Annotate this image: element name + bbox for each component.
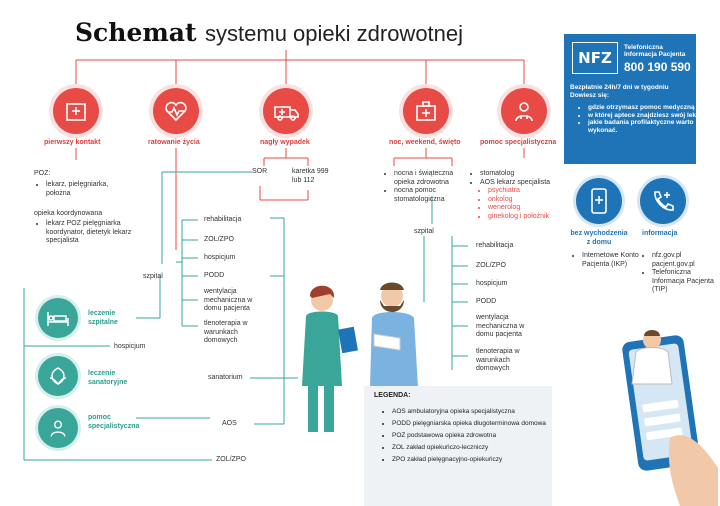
category-label-0: pierwszy kontakt <box>44 139 101 146</box>
left-outcome-zol: ZOL/ZPO <box>204 236 234 243</box>
specjalist-item: AOS lekarz specjalista <box>480 179 570 188</box>
side-label-1: leczenie sanatoryjne <box>88 370 128 386</box>
hospicjum-node: hospicjum <box>114 343 146 350</box>
legend-item: ZPO zakład pielęgnacyjno-opiekuńczy <box>392 454 568 466</box>
noc-item: nocna i świąteczna opieka zdrowotna <box>394 170 464 187</box>
left-outcome-podd: PODD <box>204 272 225 279</box>
category-label-2: nagły wypadek <box>260 139 310 146</box>
ratowanie-circle <box>153 88 199 134</box>
nfz-intro: Bezpłatnie 24h/7 dni w tygodniu Dowiesz … <box>570 84 669 99</box>
sor-node: SOR <box>252 168 268 175</box>
nfz-item: w której aptece znajdziesz swój lek <box>588 112 700 120</box>
left-outcome-hospicjum: hospicjum <box>204 254 236 261</box>
szpital-left-node: szpital <box>143 273 163 280</box>
left-outcome-rehabilitacja: rehabilitacja <box>204 216 242 223</box>
nfz-info-box: NFZ Telefoniczna Informacja Pacjenta 800… <box>564 34 696 164</box>
nfz-item: jakie badania profilaktyczne warto wykon… <box>588 119 700 134</box>
side-label-2: pomoc specjalistyczna <box>88 414 140 430</box>
specjalist-sub-item: psychiatra <box>488 187 570 196</box>
pomoc-specjalistyczna-side-circle <box>38 408 78 448</box>
nfz-phone[interactable]: 800 190 590 <box>624 60 691 74</box>
specjalist-list: stomatolog AOS lekarz specjalista psychi… <box>470 170 570 221</box>
karetka-node: karetka 999 lub 112 <box>292 168 329 184</box>
pierwszy-kontakt-circle <box>53 88 99 134</box>
right-outcome-tlenoterapia: tlenoterapia w warunkach domowych <box>476 348 520 372</box>
help-right-item[interactable]: nfz.gov.pl pacjent.gov.pl <box>652 252 718 269</box>
right-outcome-podd: PODD <box>476 298 497 305</box>
help-left-item[interactable]: Internetowe Konto Pacjenta (IKP) <box>582 252 642 269</box>
page-title: Schemat systemu opieki zdrowotnej <box>75 18 463 47</box>
legend-list: AOS ambulatoryjna opieka specjalistyczna… <box>382 406 568 466</box>
legend-item: PODD pielęgniarska opieka długoterminowa… <box>392 418 568 430</box>
phone-plus-icon <box>654 191 674 211</box>
help-right-label: informacja <box>642 230 678 237</box>
noc-weekend-circle <box>403 88 449 134</box>
nfz-item: gdzie otrzymasz pomoc medyczną <box>588 104 700 112</box>
legend-title: LEGENDA: <box>374 392 411 399</box>
poz-item: lekarz, pielęgniarka, położna <box>46 181 126 198</box>
pomoc-specjalistyczna-circle <box>501 88 547 134</box>
koordynowana-list: lekarz POZ pielęgniarka koordynator, die… <box>36 220 136 246</box>
first-aid-kit-icon <box>416 101 436 121</box>
leczenie-szpitalne-circle <box>38 298 78 338</box>
nfz-header: Telefoniczna Informacja Pacjenta <box>624 44 686 58</box>
mobile-health-icon <box>591 188 607 214</box>
help-left-label: bez wychodzenia z domu <box>570 230 628 246</box>
doctor-icon <box>515 102 533 122</box>
info-circle <box>640 178 686 224</box>
noc-item: nocna pomoc stomatologiczna <box>394 187 464 204</box>
category-label-1: ratowanie życia <box>148 139 200 146</box>
koordynowana-label: opieka koordynowana <box>34 210 103 217</box>
leczenie-sanatoryjne-circle <box>38 356 78 396</box>
help-right-item: Telefoniczna Informacja Pacjenta (TIP) <box>652 269 718 295</box>
title-regular: systemu opieki zdrowotnej <box>205 21 464 46</box>
left-outcome-wentylacja: wentylacja mechaniczna w domu pacjenta <box>204 288 253 312</box>
legend-box: LEGENDA: AOS ambulatoryjna opieka specja… <box>364 386 552 506</box>
hospital-bed-icon <box>47 312 69 326</box>
specjalist-item: stomatolog <box>480 170 570 179</box>
help-right-list: nfz.gov.pl pacjent.gov.pl Telefoniczna I… <box>642 252 718 295</box>
side-label-0: leczenie szpitalne <box>88 310 118 326</box>
doctor-icon <box>50 420 66 437</box>
ambulance-icon <box>274 106 299 121</box>
szpital-right-node: szpital <box>414 228 434 235</box>
category-label-4: pomoc specjalistyczna <box>480 139 557 146</box>
title-bold: Schemat <box>75 18 197 47</box>
right-outcome-hospicjum: hospicjum <box>476 280 508 287</box>
nurse-patient-illustration <box>302 282 418 432</box>
clinic-icon <box>66 103 86 121</box>
left-outcome-tlenoterapia: tlenoterapia w warunkach domowych <box>204 320 248 344</box>
zol-node: ZOL/ZPO <box>216 456 246 463</box>
specjalist-sub-item: onkolog <box>488 196 570 205</box>
aos-node: AOS <box>222 420 237 427</box>
right-outcome-wentylacja: wentylacja mechaniczna w domu pacjenta <box>476 314 525 338</box>
nfz-list: gdzie otrzymasz pomoc medyczną w której … <box>576 104 700 134</box>
poz-list: lekarz, pielęgniarka, położna <box>36 181 126 198</box>
legend-item: ZOL zakład opiekuńczo-leczniczy <box>392 442 568 454</box>
right-outcome-zol: ZOL/ZPO <box>476 262 506 269</box>
specjalist-sub-item: wenerolog <box>488 204 570 213</box>
legend-item: AOS ambulatoryjna opieka specjalistyczna <box>392 406 568 418</box>
home-help-circle <box>576 178 622 224</box>
koordynowana-item: lekarz POZ pielęgniarka koordynator, die… <box>46 220 136 246</box>
legend-item: POZ podstawowa opieka zdrowotna <box>392 430 568 442</box>
noc-list: nocna i świąteczna opieka zdrowotna nocn… <box>384 170 464 204</box>
sanatorium-node: sanatorium <box>208 374 243 381</box>
category-label-3: noc, weekend, święto <box>389 139 461 146</box>
poz-label: POZ: <box>34 170 51 177</box>
phone-doctor-illustration <box>622 330 718 506</box>
spa-icon <box>49 367 67 386</box>
heart-pulse-icon <box>165 101 187 122</box>
nagly-wypadek-circle <box>263 88 309 134</box>
help-left-list: Internetowe Konto Pacjenta (IKP) <box>572 252 642 269</box>
specjalist-sub-item: ginekolog i położnik <box>488 213 570 222</box>
nfz-logo: NFZ <box>572 42 618 74</box>
right-outcome-rehabilitacja: rehabilitacja <box>476 242 514 249</box>
